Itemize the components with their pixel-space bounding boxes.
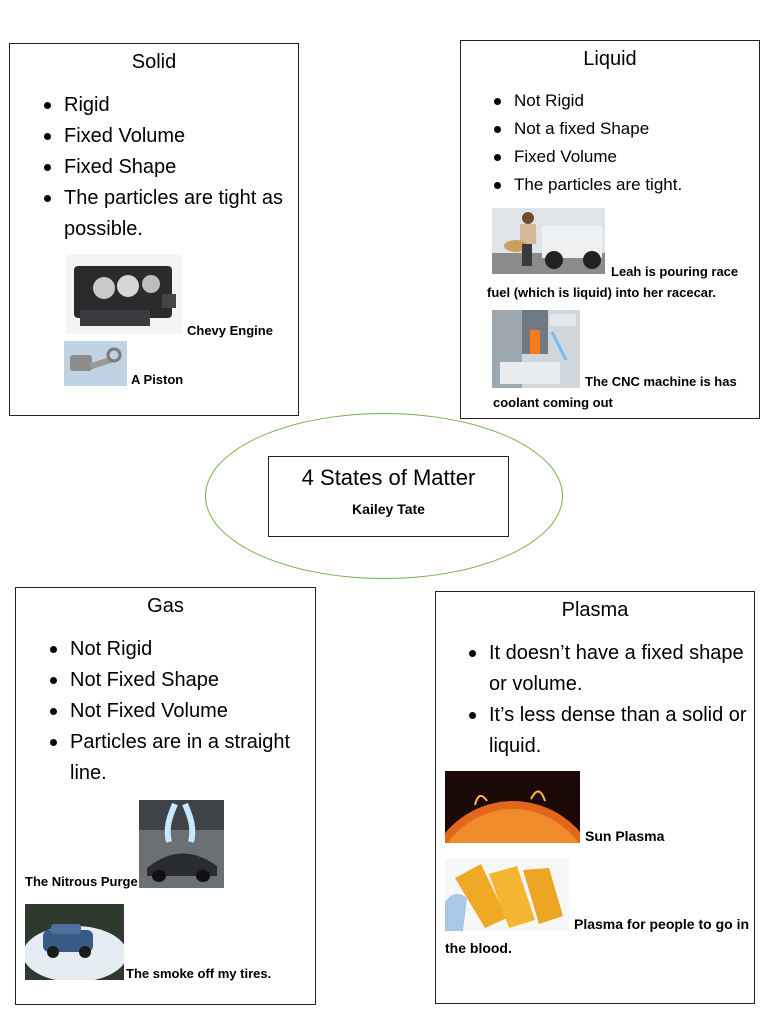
liquid-box: Liquid Not Rigid Not a fixed Shape Fixed… [460,40,760,419]
solid-bullet: The particles are tight as possible. [42,183,294,245]
solid-bullet: Fixed Volume [42,121,294,152]
liquid-bullet: The particles are tight. [492,171,754,199]
title-box: 4 States of Matter Kailey Tate [268,456,509,537]
cnc-machine-image [492,310,580,388]
author-name: Kailey Tate [352,501,425,517]
plasma-bullet: It doesn’t have a fixed shape or volume. [467,638,749,700]
liquid-bullet: Not a fixed Shape [492,115,754,143]
tire-smoke-image [25,904,124,980]
gas-caption-2: The smoke off my tires. [126,966,272,981]
title-ellipse [205,413,563,579]
plasma-caption-2: Plasma for people to go in the blood. [445,912,750,960]
plasma-box: Plasma It doesn’t have a fixed shape or … [435,591,755,1004]
plasma-caption-1: Sun Plasma [585,828,665,844]
page-title: 4 States of Matter [301,465,476,490]
gas-bullet-list: Not Rigid Not Fixed Shape Not Fixed Volu… [48,634,310,789]
engine-image [66,254,182,334]
nitrous-purge-image [139,800,224,888]
solid-box: Solid Rigid Fixed Volume Fixed Shape The… [9,43,299,416]
gas-caption-1: The Nitrous Purge [25,874,138,889]
liquid-caption-1-text: Leah is pouring race fuel (which is liqu… [487,264,739,300]
plasma-title: Plasma [561,599,629,621]
blood-plasma-image [445,858,569,931]
plasma-bullet-list: It doesn’t have a fixed shape or volume.… [467,638,749,762]
liquid-caption-2: The CNC machine is has coolant coming ou… [493,371,757,413]
plasma-bullet: It’s less dense than a solid or liquid. [467,700,749,762]
gas-box: Gas Not Rigid Not Fixed Shape Not Fixed … [15,587,316,1005]
race-fuel-image [492,208,605,274]
solid-bullet: Fixed Shape [42,152,294,183]
sun-plasma-image [445,771,580,843]
liquid-title: Liquid [583,48,637,70]
solid-caption-1: Chevy Engine [187,323,273,338]
liquid-bullet: Fixed Volume [492,143,754,171]
liquid-bullet: Not Rigid [492,87,754,115]
gas-bullet: Not Fixed Volume [48,696,310,727]
solid-title: Solid [131,51,177,73]
plasma-caption-2-text: Plasma for people to go in the blood. [445,916,750,956]
gas-bullet: Particles are in a straight line. [48,727,310,789]
solid-caption-2: A Piston [131,372,184,387]
liquid-caption-1: Leah is pouring race fuel (which is liqu… [487,261,759,303]
liquid-caption-2-text: The CNC machine is has coolant coming ou… [493,374,737,410]
gas-title: Gas [147,595,184,617]
piston-image [64,341,127,386]
gas-bullet: Not Fixed Shape [48,665,310,696]
gas-bullet: Not Rigid [48,634,310,665]
liquid-bullet-list: Not Rigid Not a fixed Shape Fixed Volume… [492,87,754,199]
solid-bullet: Rigid [42,90,294,121]
solid-bullet-list: Rigid Fixed Volume Fixed Shape The parti… [42,90,294,245]
